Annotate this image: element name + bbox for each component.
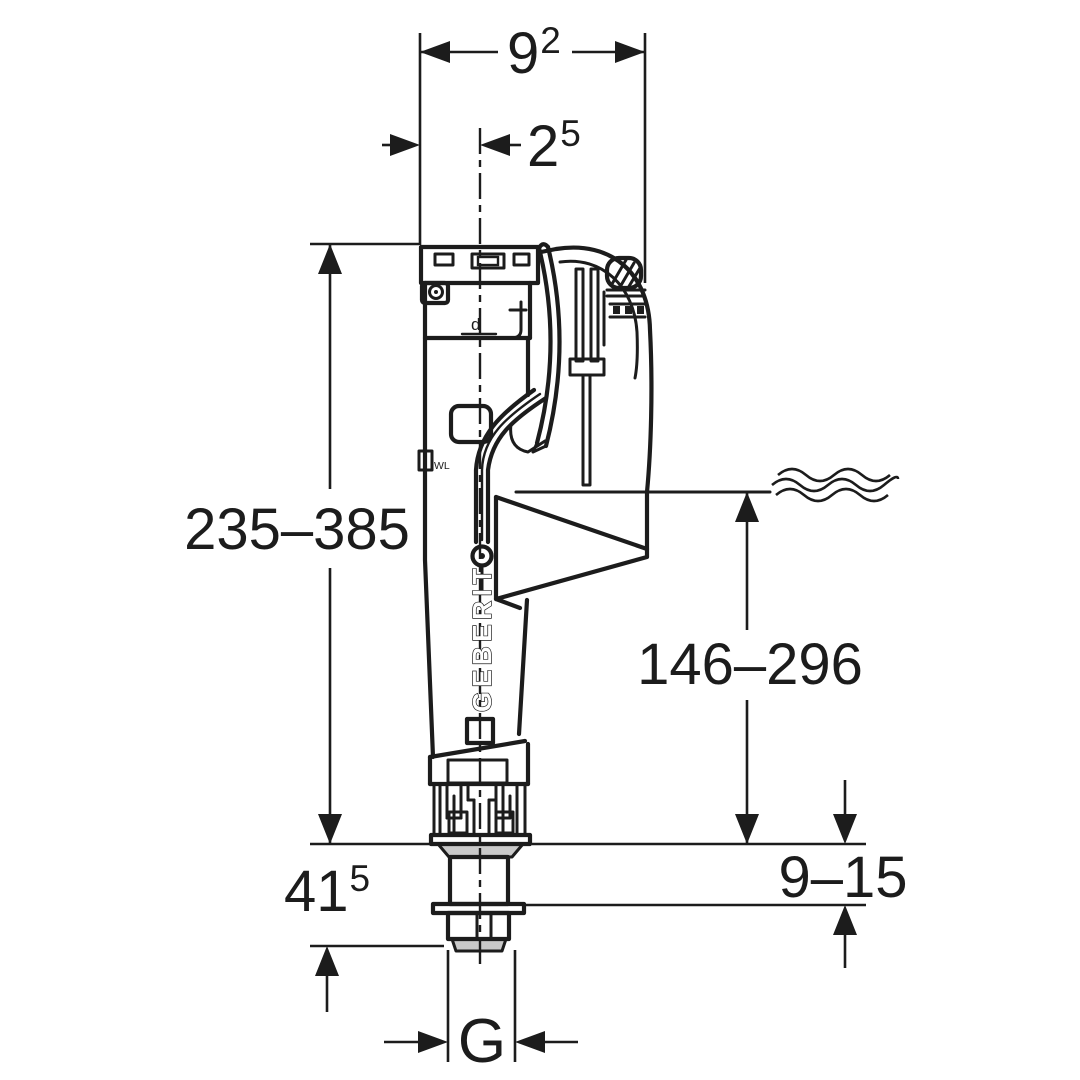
water-level-tab bbox=[417, 449, 434, 472]
arrow-up-icon bbox=[735, 492, 759, 522]
dim-label-wall-thickness: 9–15 bbox=[778, 845, 907, 910]
water-level-abbr-label: WL bbox=[434, 460, 450, 472]
mounting-flange bbox=[428, 832, 533, 847]
cup-to-column-join bbox=[493, 596, 523, 611]
ratchet-tooth bbox=[637, 306, 644, 314]
water-waves-icon bbox=[771, 467, 900, 503]
screw-cap-base-lines bbox=[605, 288, 647, 298]
valve-body bbox=[417, 242, 654, 942]
arrow-up-icon bbox=[315, 946, 339, 976]
float-bell bbox=[493, 245, 654, 611]
dim-label-width: 92 bbox=[507, 20, 561, 86]
dimension-wall-thickness: 9–15 bbox=[310, 780, 908, 968]
tube-end-ball-dot bbox=[479, 553, 485, 559]
arrow-up-icon bbox=[318, 244, 342, 274]
guide-rod-left bbox=[574, 267, 585, 363]
dimension-water-level-range: 146–296 bbox=[637, 492, 863, 844]
bell-outer-profile bbox=[538, 245, 654, 495]
adjuster-screw-cap bbox=[604, 255, 644, 291]
lever-top-hook bbox=[536, 242, 551, 251]
dim-label-shank-length: 415 bbox=[284, 858, 370, 924]
lever-line-inner bbox=[543, 244, 562, 449]
bell-inner-profile bbox=[558, 259, 639, 380]
body-left-edge bbox=[422, 280, 436, 760]
base-inner-window bbox=[446, 758, 509, 785]
ratchet-clip-lines bbox=[608, 302, 647, 319]
cap-clip-left bbox=[433, 252, 455, 267]
cap-clip-right bbox=[512, 252, 531, 267]
top-cap bbox=[418, 244, 541, 286]
float-rod bbox=[581, 373, 592, 487]
dimension-shank-length: 415 bbox=[284, 858, 444, 1012]
dim-label-center-offset: 25 bbox=[527, 113, 581, 179]
arrow-left-icon bbox=[480, 134, 510, 156]
guide-rod-right bbox=[589, 267, 600, 363]
cap-clip-center bbox=[470, 252, 506, 270]
screw-cap-hatching bbox=[610, 258, 642, 290]
dimension-height-range: 235–385 bbox=[184, 242, 419, 844]
base-top-diagonal bbox=[427, 738, 528, 760]
arrow-left-icon bbox=[515, 1031, 545, 1053]
pivot-window bbox=[448, 403, 494, 445]
housing-hook-detail bbox=[508, 300, 528, 340]
side-bracket bbox=[419, 280, 451, 306]
arrow-right-icon bbox=[418, 1031, 448, 1053]
arrow-left-icon bbox=[420, 41, 450, 63]
detail-marker-label: d bbox=[471, 315, 480, 334]
outlet-tube bbox=[470, 387, 549, 594]
body-right-lower-edge bbox=[516, 597, 530, 737]
body-square-detail bbox=[464, 716, 496, 746]
bracket-pin-dot bbox=[434, 290, 438, 294]
tube-wall-inner bbox=[473, 387, 537, 545]
cap-clip-center-inner bbox=[476, 255, 500, 267]
arrow-right-icon bbox=[390, 134, 420, 156]
lever-line-outer bbox=[534, 245, 553, 446]
float-cup-outline bbox=[493, 489, 650, 602]
tube-mid-line bbox=[480, 392, 542, 542]
lever-pivot-housing bbox=[509, 422, 547, 454]
valve-base bbox=[427, 738, 531, 836]
dimension-thread: G bbox=[384, 950, 578, 1076]
ratchet-tooth bbox=[613, 306, 620, 314]
arrow-up-icon bbox=[833, 905, 857, 935]
dim-label-thread: G bbox=[458, 1007, 506, 1076]
arrow-down-icon bbox=[318, 814, 342, 844]
arrow-down-icon bbox=[833, 814, 857, 844]
ratchet-tooth bbox=[625, 306, 632, 314]
float-cup-top-wall bbox=[493, 494, 650, 552]
bracket-pin bbox=[428, 284, 444, 300]
dimension-width: 92 bbox=[418, 20, 647, 283]
arrow-right-icon bbox=[615, 41, 645, 63]
tube-wall-outer bbox=[485, 395, 549, 545]
dim-label-water-level-range: 146–296 bbox=[637, 632, 863, 697]
inlet-shank bbox=[428, 832, 533, 942]
water-level bbox=[514, 467, 900, 503]
dimension-center-offset: 25 bbox=[382, 113, 581, 179]
dim-label-height-range: 235–385 bbox=[184, 497, 410, 562]
base-foot-left bbox=[447, 810, 469, 835]
brand-label: GEBERIT bbox=[467, 567, 497, 712]
arrow-down-icon bbox=[735, 814, 759, 844]
float-lever bbox=[509, 242, 562, 454]
